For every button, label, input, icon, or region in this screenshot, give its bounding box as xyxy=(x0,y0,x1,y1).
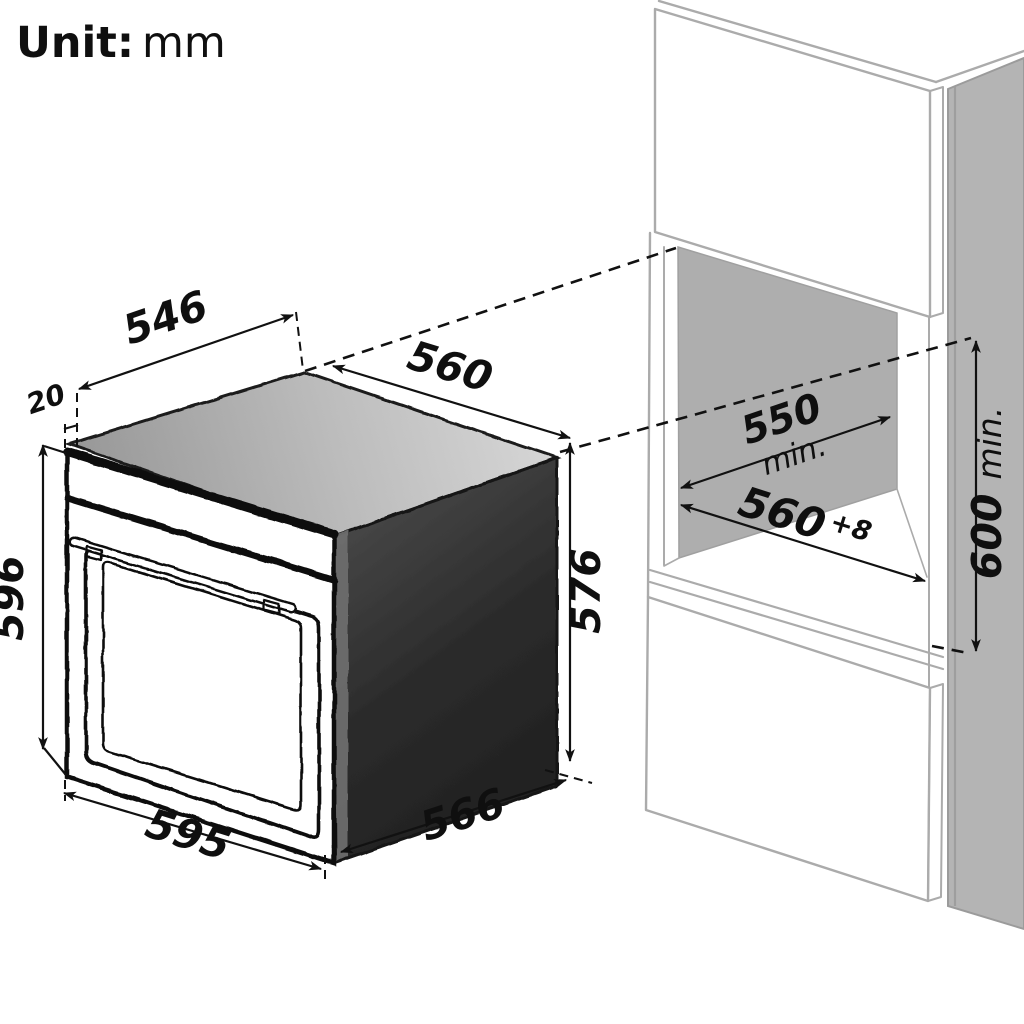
projection-line-middle xyxy=(559,336,972,454)
oven-isometric-drawing xyxy=(62,370,562,867)
diagram-labels: Unit: mm 546 20 560 596 576 595 566 550 … xyxy=(0,18,1011,870)
dim-label-carcass-height: 576 xyxy=(562,548,610,634)
ext-line-8 xyxy=(43,747,67,776)
niche-shelf-lower-line xyxy=(648,580,945,671)
projection-line-bottom xyxy=(931,644,969,655)
dim-label-front-height: 596 xyxy=(0,555,33,641)
niche-shelf-front-line xyxy=(648,568,945,659)
dim-line-niche-depth xyxy=(679,415,892,490)
niche-floor-left-edge-line xyxy=(663,557,680,567)
dim-label-carcass-depth: 546 xyxy=(117,281,214,354)
ext-line-7 xyxy=(43,444,67,455)
oven-side-edge-highlight xyxy=(334,530,348,861)
cabinet-lower-door-edge xyxy=(927,683,944,902)
dim-line-carcass-width xyxy=(331,364,572,440)
unit-label-prefix: Unit: xyxy=(16,18,134,68)
niche-height-value: 600 xyxy=(963,494,1011,580)
cabinet-lower-door xyxy=(644,595,932,903)
dim-line-total-depth xyxy=(339,778,568,854)
unit-label-value: mm xyxy=(142,18,226,68)
cabinet-top-back-edge-line xyxy=(934,49,1024,84)
oven-control-panel-line xyxy=(63,494,338,584)
dim-label-fascia-thickness: 20 xyxy=(22,377,70,421)
niche-width-tolerance: +8 xyxy=(826,506,875,548)
ext-line-3 xyxy=(295,311,304,371)
niche-left-frame-line xyxy=(646,231,652,599)
dim-line-front-width xyxy=(62,791,323,871)
cabinet-isometric-drawing xyxy=(644,0,1024,931)
projection-line-top xyxy=(304,246,677,373)
niche-floor-right-edge-line xyxy=(896,488,928,578)
dim-tick-fascia-thickness xyxy=(63,423,79,431)
oven-fascia-top-edge xyxy=(62,447,339,539)
niche-height-qualifier: min. xyxy=(970,407,1009,480)
projection-lines xyxy=(304,246,972,655)
oven-dimension-lines xyxy=(38,311,593,884)
cabinet-top-edge-line xyxy=(657,0,938,84)
svg-text:600 min.: 600 min. xyxy=(963,407,1011,579)
niche-height-label: 600 min. xyxy=(963,407,1011,579)
cabinet-side-panel xyxy=(947,56,1024,931)
oven-handle-bracket-left xyxy=(84,544,103,562)
oven-handle-bar xyxy=(71,539,294,611)
cabinet-upper-door-edge xyxy=(929,86,944,318)
niche-dimension-lines xyxy=(679,339,981,653)
ext-line-4 xyxy=(544,769,593,784)
dim-line-carcass-depth xyxy=(77,313,295,391)
dim-line-niche-width xyxy=(679,503,927,583)
